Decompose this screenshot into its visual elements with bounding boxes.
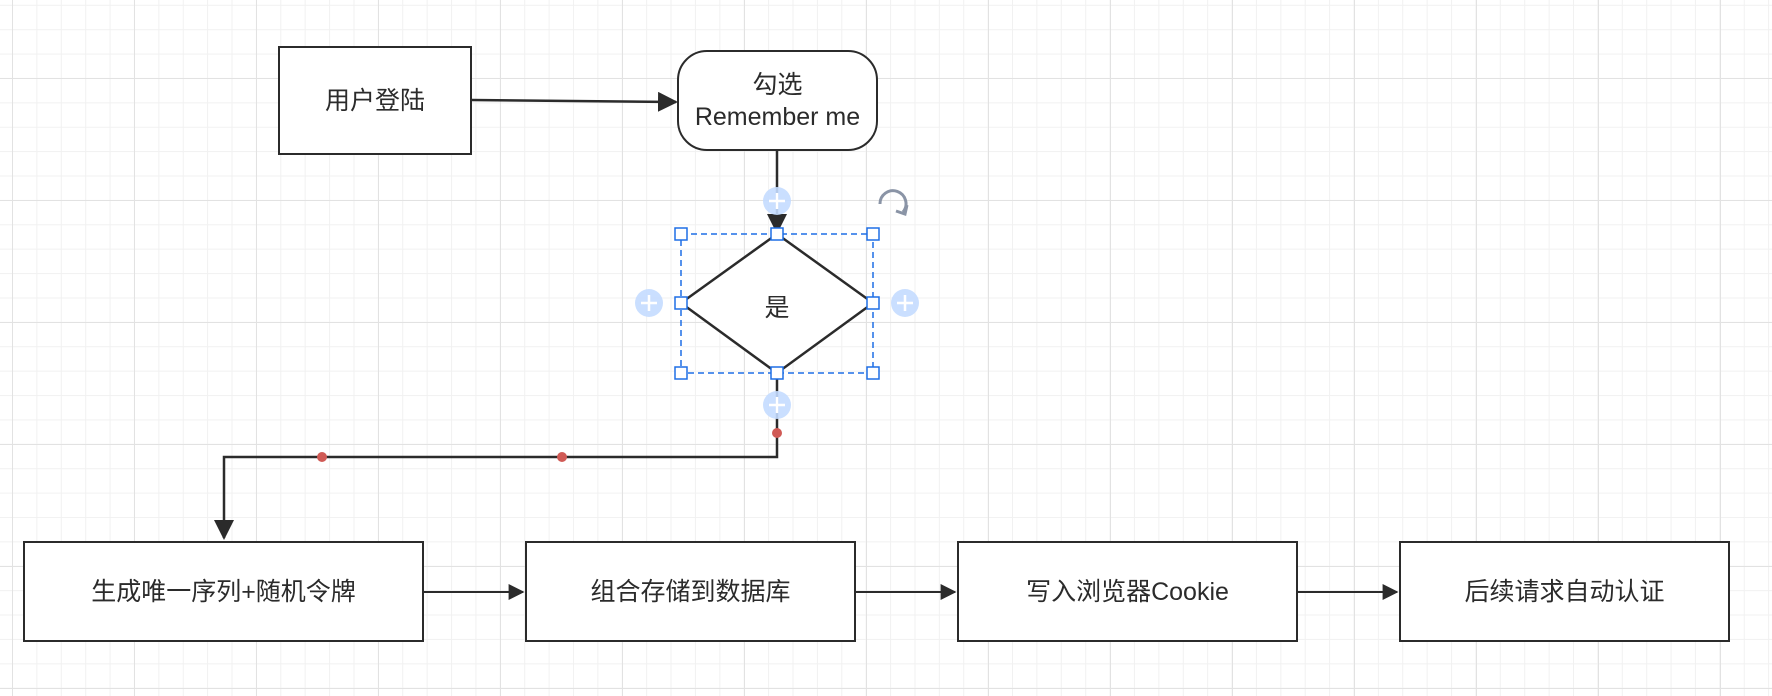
- node-auto-auth[interactable]: 后续请求自动认证: [1399, 541, 1730, 642]
- add-connection-icon[interactable]: [763, 187, 791, 215]
- resize-handle-right[interactable]: [866, 296, 880, 310]
- node-write-cookie[interactable]: 写入浏览器Cookie: [957, 541, 1298, 642]
- node-user-login[interactable]: 用户登陆: [278, 46, 472, 155]
- edge-decision-to-generate[interactable]: [214, 373, 779, 540]
- node-label: 勾选Remember me: [694, 70, 861, 131]
- edge-waypoint[interactable]: [557, 452, 567, 462]
- resize-handle-bottom[interactable]: [770, 366, 784, 380]
- node-label: 后续请求自动认证: [1464, 577, 1665, 606]
- node-label: 写入浏览器Cookie: [1026, 577, 1229, 606]
- edge-waypoint[interactable]: [317, 452, 327, 462]
- node-label: 生成唯一序列+随机令牌: [91, 577, 356, 606]
- edge-login-to-remember[interactable]: [471, 91, 678, 112]
- resize-handle-bottom-right[interactable]: [866, 366, 880, 380]
- edge-waypoint[interactable]: [772, 428, 782, 438]
- resize-handle-top-right[interactable]: [866, 227, 880, 241]
- node-check-remember-me[interactable]: 勾选Remember me: [677, 50, 878, 151]
- resize-handle-bottom-left[interactable]: [674, 366, 688, 380]
- resize-handle-top-left[interactable]: [674, 227, 688, 241]
- node-store-database[interactable]: 组合存储到数据库: [525, 541, 856, 642]
- node-generate-token[interactable]: 生成唯一序列+随机令牌: [23, 541, 424, 642]
- resize-handle-top[interactable]: [770, 227, 784, 241]
- resize-handle-left[interactable]: [674, 296, 688, 310]
- node-label: 用户登陆: [324, 86, 425, 115]
- add-connection-icon[interactable]: [891, 289, 919, 317]
- decision-label: 是: [764, 294, 790, 322]
- add-connection-icon[interactable]: [635, 289, 663, 317]
- add-connection-icon[interactable]: [763, 391, 791, 419]
- node-label: 组合存储到数据库: [590, 577, 791, 606]
- rotate-icon[interactable]: [878, 189, 909, 216]
